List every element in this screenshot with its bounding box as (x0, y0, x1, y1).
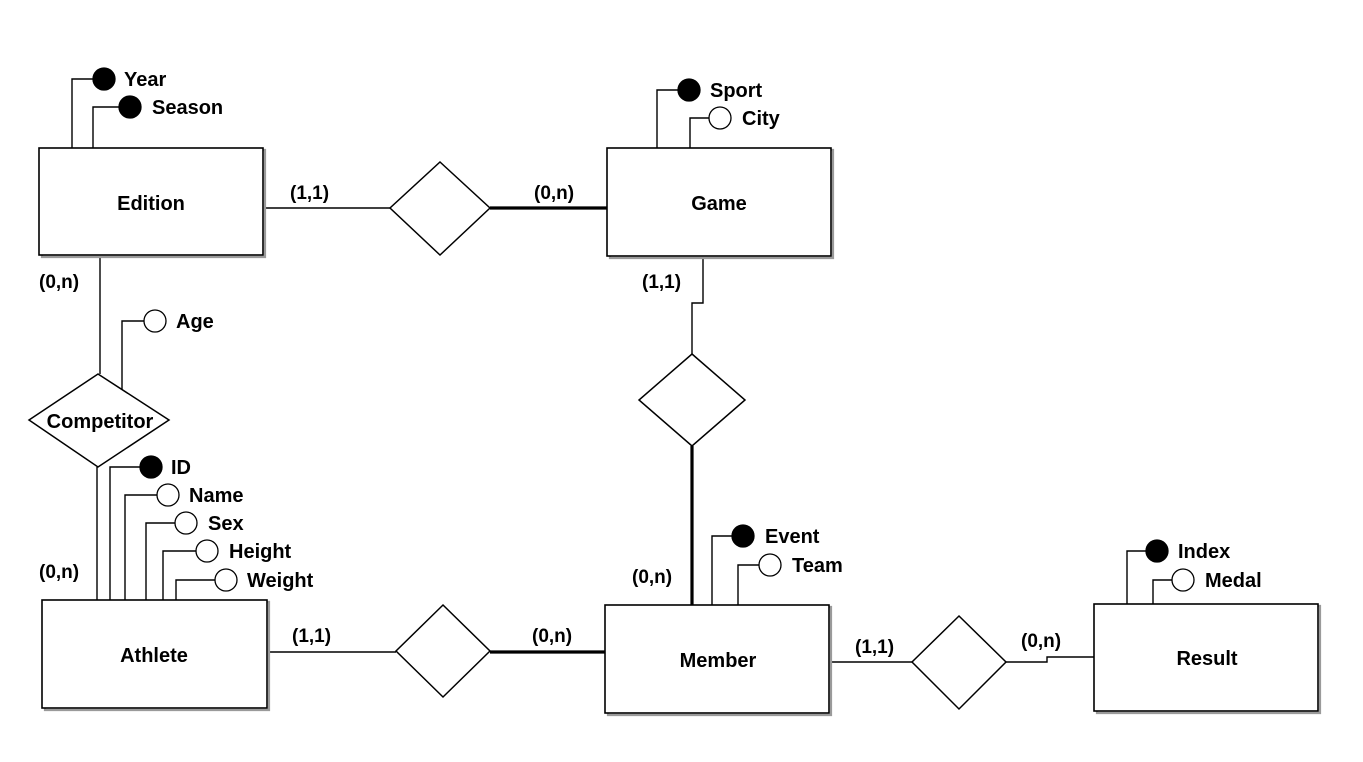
attribute-dot (156, 483, 180, 507)
attribute-weight: Weight (247, 570, 314, 592)
cardinality-member-result-result: (0,n) (1021, 631, 1061, 652)
entity-member[interactable]: Member (604, 604, 833, 717)
attribute-dot (195, 539, 219, 563)
entity-result[interactable]: Result (1093, 603, 1322, 715)
relationship-competitor-name: Competitor (47, 411, 154, 433)
attribute-event: Event (765, 526, 820, 548)
stem-age (121, 320, 144, 392)
attribute-age: Age (176, 311, 214, 333)
key-attribute-dot (139, 455, 163, 479)
attribute-dot (1171, 568, 1195, 592)
relationship-competitor[interactable]: Competitor (27, 373, 171, 468)
attribute-year: Year (124, 69, 166, 91)
attribute-medal: Medal (1205, 570, 1262, 592)
entity-edition-name: Edition (117, 193, 185, 215)
stem-sport (656, 89, 678, 149)
stem-weight (175, 579, 215, 601)
attribute-team: Team (792, 555, 843, 577)
cardinality-edition-game-edition: (1,1) (290, 183, 329, 204)
attribute-index: Index (1178, 541, 1230, 563)
attribute-dot (758, 553, 782, 577)
key-attribute-dot (1145, 539, 1169, 563)
cardinality-game-member-game: (1,1) (642, 272, 681, 293)
stem-height (162, 550, 196, 601)
stem-team (737, 564, 759, 606)
stem-year (71, 78, 93, 149)
attribute-dot (708, 106, 732, 130)
key-attribute-dot (731, 524, 755, 548)
entity-athlete-name: Athlete (120, 645, 188, 667)
relationship-athlete-member[interactable] (394, 603, 492, 699)
attribute-city: City (742, 108, 781, 130)
edge-r5-result (1006, 656, 1095, 663)
attribute-sex: Sex (208, 513, 244, 535)
relationship-member-result[interactable] (910, 614, 1008, 711)
cardinality-athlete-member-member: (0,n) (532, 626, 572, 647)
attribute-season: Season (152, 97, 223, 119)
attribute-height: Height (229, 541, 292, 563)
attribute-dot (143, 309, 167, 333)
edge-game-r3 (691, 258, 704, 354)
attribute-name: Name (189, 485, 243, 507)
cardinality-edition-game-game: (0,n) (534, 183, 574, 204)
cardinality-game-member-member: (0,n) (632, 567, 672, 588)
relationship-game-member[interactable] (637, 353, 747, 447)
entity-member-name: Member (680, 650, 757, 672)
stem-sex (145, 522, 175, 601)
stem-index (1126, 550, 1146, 604)
cardinality-athlete-member-athlete: (1,1) (292, 626, 331, 647)
entity-edition[interactable]: Edition (38, 147, 267, 259)
attribute-dot (174, 511, 198, 535)
stem-event (711, 535, 732, 606)
entity-result-name: Result (1176, 648, 1237, 670)
stem-season (92, 106, 119, 149)
attribute-sport: Sport (710, 80, 763, 102)
entity-game-name: Game (691, 193, 747, 215)
cardinality-competitor-athlete: (0,n) (39, 562, 79, 583)
cardinality-member-result-member: (1,1) (855, 637, 894, 658)
attribute-dot (214, 568, 238, 592)
key-attribute-dot (92, 67, 116, 91)
cardinality-competitor-edition: (0,n) (39, 272, 79, 293)
stem-id (109, 466, 140, 601)
stem-medal (1152, 579, 1172, 604)
attribute-id: ID (171, 457, 191, 479)
key-attribute-dot (677, 78, 701, 102)
stem-name (124, 494, 157, 601)
entity-athlete[interactable]: Athlete (41, 599, 271, 712)
entity-game[interactable]: Game (606, 147, 835, 260)
relationship-edition-game[interactable] (388, 160, 492, 257)
stem-city (689, 117, 709, 149)
key-attribute-dot (118, 95, 142, 119)
